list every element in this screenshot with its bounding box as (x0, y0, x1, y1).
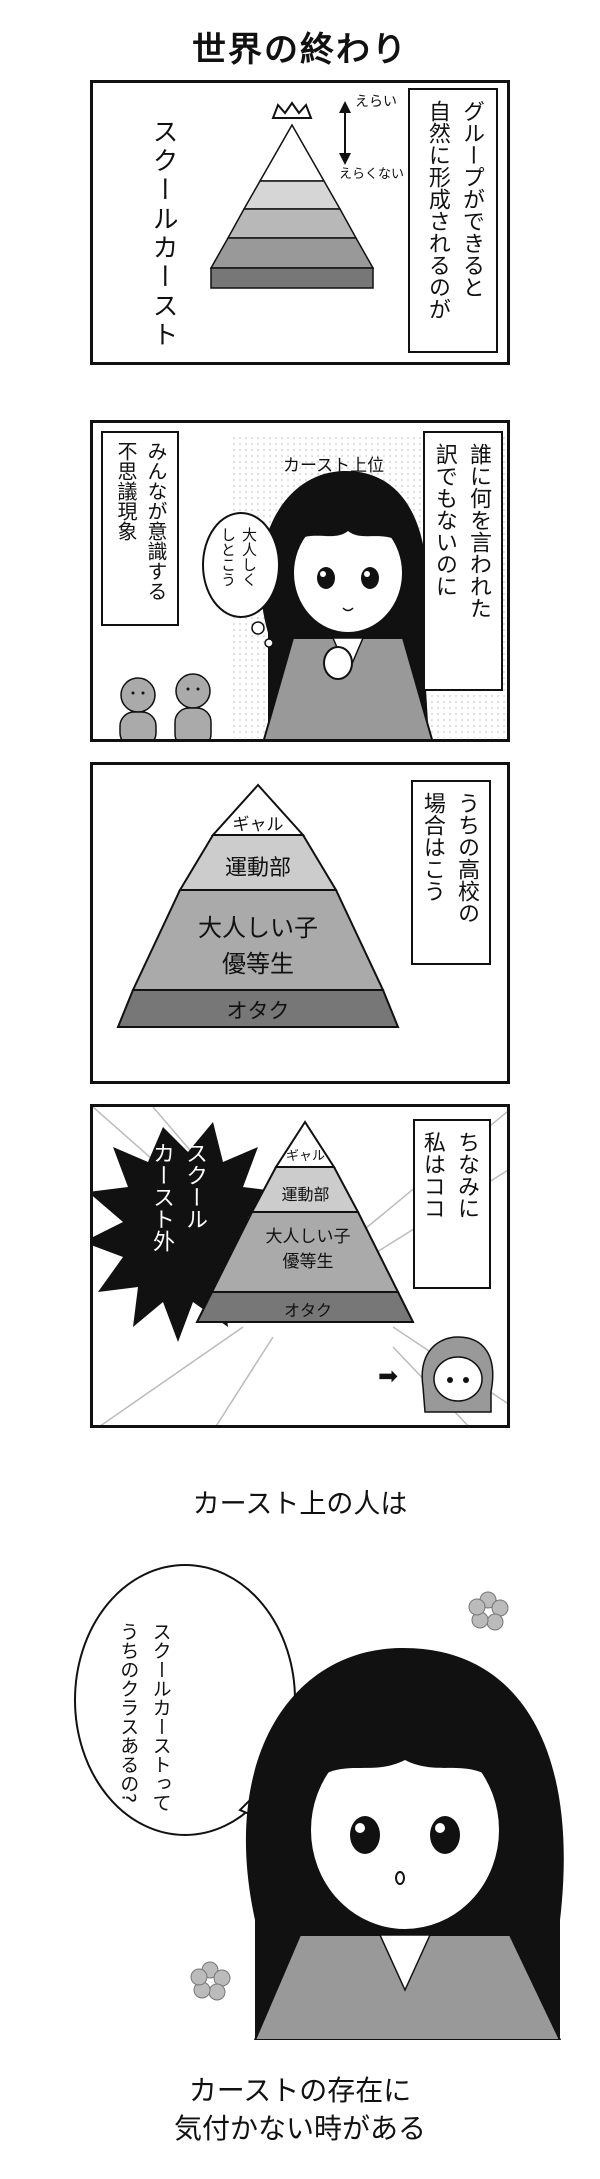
tier-label-quiet-small: 大人しい子 優等生 (265, 1227, 351, 1272)
tier-label-sports: 運動部 (224, 856, 291, 881)
narration-box-3: うちの高校の 場合はこう (411, 780, 491, 965)
tier-label-otaku: オタク (226, 999, 290, 1023)
panel-1: スクールカースト えらい えらくない グループができると 自然に形成されるのが (90, 80, 510, 365)
caption-top: カースト上の人は (192, 1489, 408, 1520)
narration-box-4: ちなみに 私はココ (413, 1119, 491, 1289)
thought-text: 大人しく しとこう (219, 527, 258, 587)
girl-body (263, 637, 433, 739)
speech-text: スクールカーストって うちのクラスあるの? (117, 1622, 172, 1812)
narration-box-1: グループができると 自然に形成されるのが (408, 88, 498, 353)
arrow-icon: ➡ (378, 1362, 399, 1390)
narration-box-2: みんなが意識する 不思議現象 (101, 431, 179, 626)
bottom-illustration (74, 1564, 564, 2040)
caption-bottom: カーストの存在に 気付かない時がある (173, 2074, 426, 2145)
caste-top-header: カースト上位 (283, 456, 385, 476)
tier-label-sports-small: 運動部 (281, 1185, 330, 1204)
page-title: 世界の終わり (192, 30, 408, 70)
down-label: えらくない (339, 167, 405, 182)
tier-label-quiet: 大人しい子 優等生 (198, 914, 318, 978)
panel-2: みんなが意識する 不思議現象 カースト上位 誰に何を言われた 訳でもないのに 大… (90, 420, 510, 742)
caste-pyramid-large (116, 783, 400, 1028)
tier-label-gyaru: ギャル (232, 815, 284, 835)
flower-icon-2 (190, 1961, 231, 2001)
panel-3: ギャル 運動部 大人しい子 優等生 オタク うちの高校の 場合はこう (90, 762, 510, 1084)
crown-icon (271, 101, 313, 119)
outside-label: スクール カースト外 (149, 1142, 207, 1252)
flower-icon (468, 1591, 509, 1631)
up-label: えらい (355, 94, 397, 110)
caste-pyramid-small (209, 101, 375, 289)
big-girl-body (253, 1934, 562, 2040)
tier-label-otaku-small: オタク (283, 1301, 332, 1320)
classmate-figures (119, 673, 212, 739)
thought-bubble (202, 512, 280, 618)
tier-otaku (116, 989, 400, 1028)
side-label: スクールカースト (148, 118, 178, 350)
tier-label-gyaru-small: ギャル (285, 1149, 325, 1164)
caption-box-2: 誰に何を言われた 訳でもないのに (423, 431, 503, 691)
panel-4: スクール カースト外 ギャル 運動部 大人しい子 優等生 オタク ちなみに 私は… (90, 1104, 510, 1428)
